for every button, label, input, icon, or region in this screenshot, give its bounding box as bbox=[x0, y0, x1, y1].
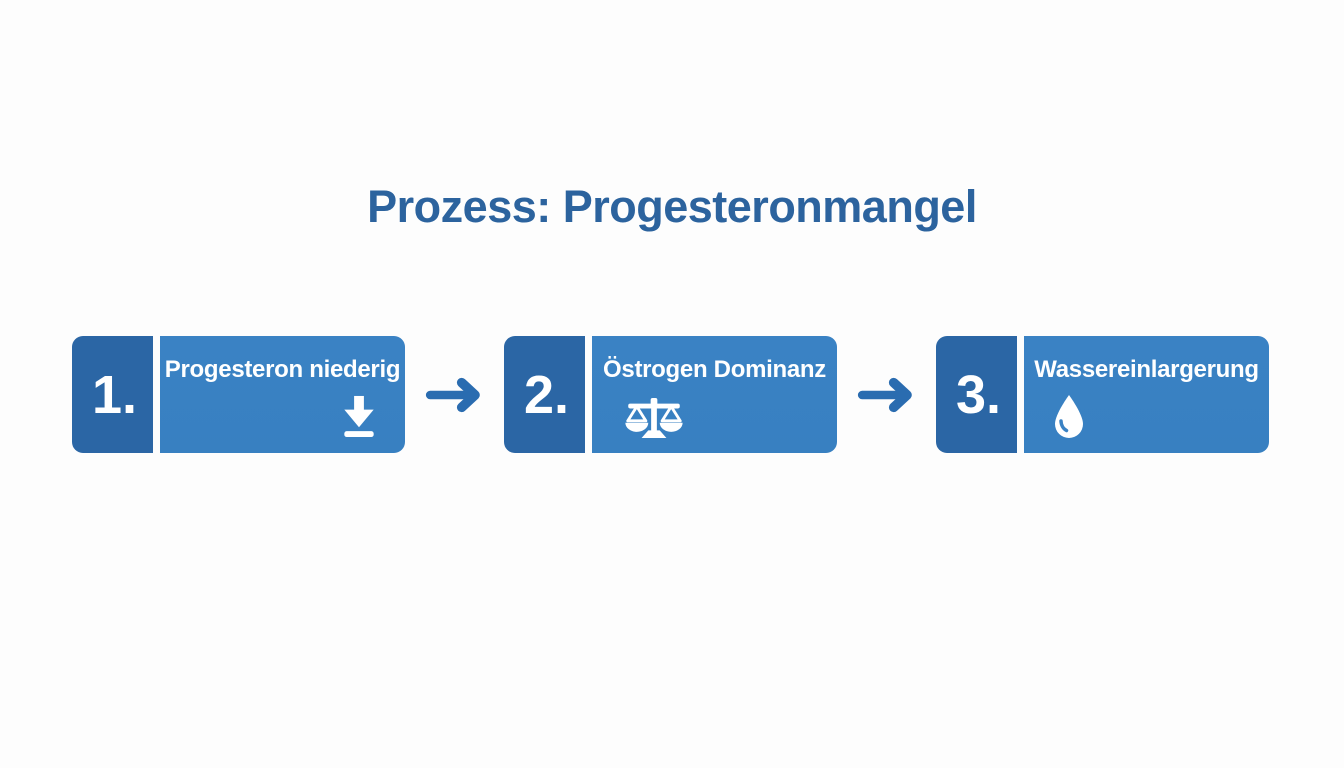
flow-connector-1 bbox=[405, 374, 504, 416]
right-arrow-icon bbox=[856, 374, 918, 416]
step-2: 2. Östrogen Dominanz bbox=[504, 336, 837, 453]
panel-divider bbox=[153, 336, 160, 453]
step-3-number-panel: 3. bbox=[936, 336, 1017, 453]
panel-divider bbox=[1017, 336, 1024, 453]
step-1-number-panel: 1. bbox=[72, 336, 153, 453]
water-drop-icon bbox=[1053, 394, 1085, 439]
step-1-content: Progesteron niederig bbox=[160, 336, 405, 453]
flow-connector-2 bbox=[837, 374, 936, 416]
step-3: 3. Wassereinlargerung bbox=[936, 336, 1269, 453]
step-2-number: 2. bbox=[523, 364, 570, 425]
step-3-number: 3. bbox=[955, 364, 1002, 425]
step-3-content: Wassereinlargerung bbox=[1024, 336, 1269, 453]
balance-scale-icon bbox=[621, 397, 687, 439]
step-1-number: 1. bbox=[91, 364, 138, 425]
download-arrow-icon bbox=[341, 394, 377, 439]
diagram-title: Prozess: Progesteronmangel bbox=[367, 181, 977, 232]
step-2-label: Östrogen Dominanz bbox=[603, 356, 826, 383]
panel-divider bbox=[585, 336, 592, 453]
process-flow: 1. Progesteron niederig bbox=[72, 336, 1269, 453]
step-1-label: Progesteron niederig bbox=[164, 356, 401, 383]
step-2-number-panel: 2. bbox=[504, 336, 585, 453]
step-1: 1. Progesteron niederig bbox=[72, 336, 405, 453]
step-2-content: Östrogen Dominanz bbox=[592, 336, 837, 453]
step-3-label: Wassereinlargerung bbox=[1034, 356, 1259, 383]
right-arrow-icon bbox=[424, 374, 486, 416]
